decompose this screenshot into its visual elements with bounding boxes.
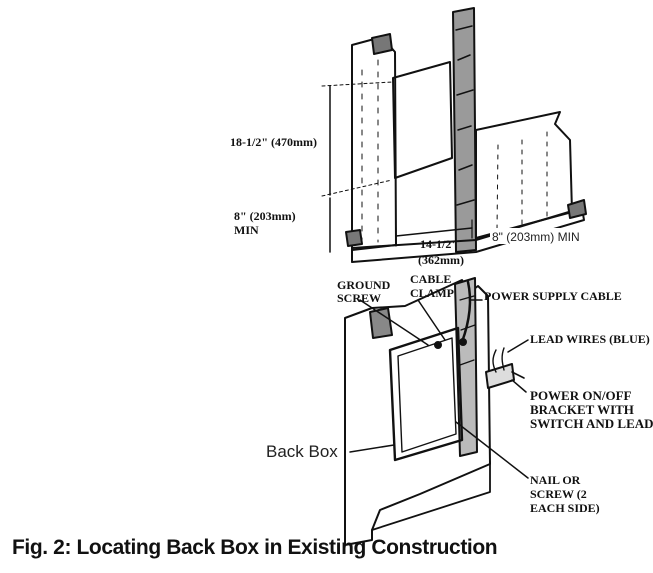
back-box-outline: [388, 326, 464, 462]
bracket-label-line3: SWITCH AND LEADS: [530, 416, 653, 431]
back-box-label: Back Box: [266, 442, 338, 461]
nail-screw-label-line1: NAIL OR: [530, 473, 581, 487]
lead-wires-label: LEAD WIRES (BLUE): [530, 332, 650, 346]
side-clearance-label: 8" (203mm) MIN: [492, 230, 580, 244]
min-height-label-line1: 8" (203mm): [234, 209, 296, 223]
right-stud: [452, 7, 477, 253]
cable-clamp-label-line1: CABLE: [410, 272, 451, 286]
nail-screw-label-line3: EACH SIDE): [530, 501, 600, 515]
height-dimension-label: 18-1/2" (470mm): [230, 135, 317, 149]
ground-screw-label-line2: SCREW: [337, 291, 381, 305]
min-height-label-line2: MIN: [234, 223, 259, 237]
width-dimension-label-line2: (362mm): [418, 253, 464, 267]
figure-caption: Fig. 2: Locating Back Box in Existing Co…: [12, 536, 498, 559]
bracket-label-line1: POWER ON/OFF: [530, 388, 632, 403]
floor-plate: [351, 207, 585, 263]
cable-clamp-label-line2: CLAMP: [410, 286, 454, 300]
left-stud: [371, 33, 393, 55]
bracket-with-switch: [485, 363, 515, 389]
width-dimension-label-line1: 14-1/2": [420, 237, 458, 251]
lower-wall-drawing: [344, 277, 529, 546]
nail-screw-label-line2: SCREW (2: [530, 487, 587, 501]
upper-wall-drawing: [321, 7, 587, 263]
lower-left-stud: [369, 307, 393, 339]
power-supply-cable-label: POWER SUPPLY CABLE: [484, 289, 622, 303]
side-clearance-label-bg: [490, 228, 600, 244]
bracket-label-line2: BRACKET WITH: [530, 402, 634, 417]
left-wall-panel: [351, 37, 397, 251]
back-box-inner: [397, 337, 457, 453]
wall-opening: [392, 61, 453, 179]
power-supply-cable: [460, 280, 472, 344]
ground-screw-label-line1: GROUND: [337, 278, 391, 292]
right-wall-panel: [475, 111, 573, 239]
